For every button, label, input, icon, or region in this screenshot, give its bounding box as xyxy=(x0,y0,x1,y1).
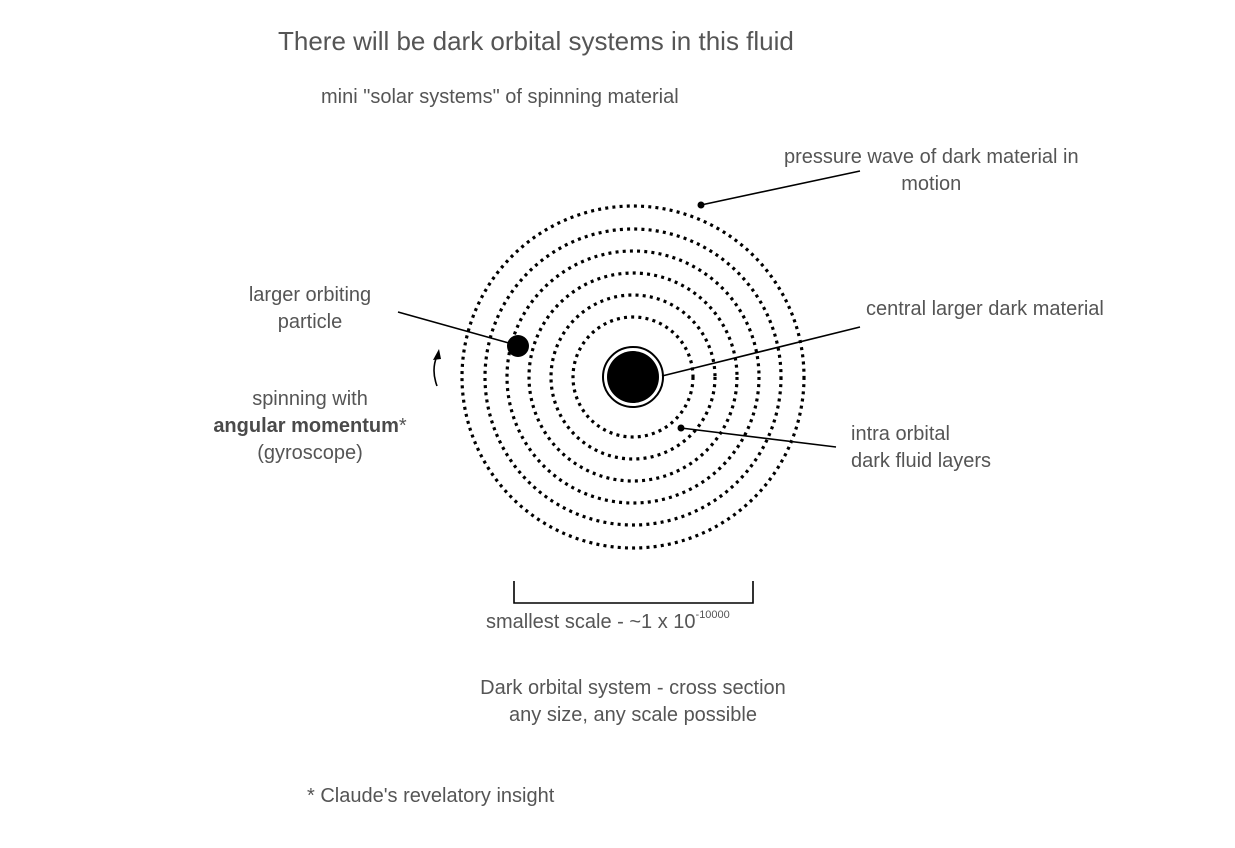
orbit-ring-2 xyxy=(549,293,717,461)
spinning-label-line1: spinning with xyxy=(252,388,368,410)
orbiting-particle xyxy=(507,335,529,357)
scale-label: smallest scale - ~1 x 10-10000 xyxy=(486,609,730,636)
pressure-wave-label-line2: motion xyxy=(901,173,962,195)
intra-orbital-label: intra orbital dark fluid layers xyxy=(851,421,991,475)
orbit-ring-4 xyxy=(505,249,761,505)
intra-orbital-label-line2: dark fluid layers xyxy=(851,450,992,472)
spinning-label: spinning with angular momentum* (gyrosco… xyxy=(190,386,430,467)
central-material-label: central larger dark material xyxy=(866,298,1104,320)
leader-lines xyxy=(397,170,861,448)
scale-exponent: -10000 xyxy=(695,609,730,622)
larger-particle-label-line1: larger orbiting xyxy=(248,284,372,306)
pressure-wave-label-line1: pressure wave of dark material in xyxy=(784,146,1079,168)
page-subtitle: mini "solar systems" of spinning materia… xyxy=(321,86,679,108)
particle-leader xyxy=(397,311,517,346)
caption-line2: any size, any scale possible xyxy=(509,704,757,726)
footnote: * Claude's revelatory insight xyxy=(307,785,555,807)
caption: Dark orbital system - cross section any … xyxy=(433,675,833,729)
scale-bracket xyxy=(513,581,754,604)
intra-layer-dot xyxy=(677,424,685,432)
larger-particle-label: larger orbiting particle xyxy=(236,282,384,336)
page-title: There will be dark orbital systems in th… xyxy=(278,26,794,56)
caption-line1: Dark orbital system - cross section xyxy=(480,677,786,699)
pressure-wave-dot xyxy=(697,201,705,209)
spinning-label-line3: (gyroscope) xyxy=(257,442,363,464)
central-dark-material xyxy=(607,351,659,403)
orbit-ring-5 xyxy=(483,227,783,527)
orbit-ring-1 xyxy=(571,315,695,439)
angular-momentum-text: angular momentum xyxy=(213,415,399,437)
spinning-label-line2: angular momentum* xyxy=(190,413,430,440)
orbit-ring-6 xyxy=(460,204,806,550)
orbit-ring-3 xyxy=(527,271,739,483)
central-leader xyxy=(661,326,861,377)
intra-leader xyxy=(680,427,837,448)
orbital-rings xyxy=(460,204,806,550)
scale-label-text: smallest scale - ~1 x 10 xyxy=(486,611,696,633)
intra-orbital-label-line1: intra orbital xyxy=(851,423,950,445)
asterisk-mark: * xyxy=(398,415,407,437)
larger-particle-label-line2: particle xyxy=(277,311,343,333)
pressure-wave-leader xyxy=(700,170,861,206)
pressure-wave-label: pressure wave of dark material in motion xyxy=(784,144,1079,198)
spin-arrow-icon xyxy=(433,349,441,387)
